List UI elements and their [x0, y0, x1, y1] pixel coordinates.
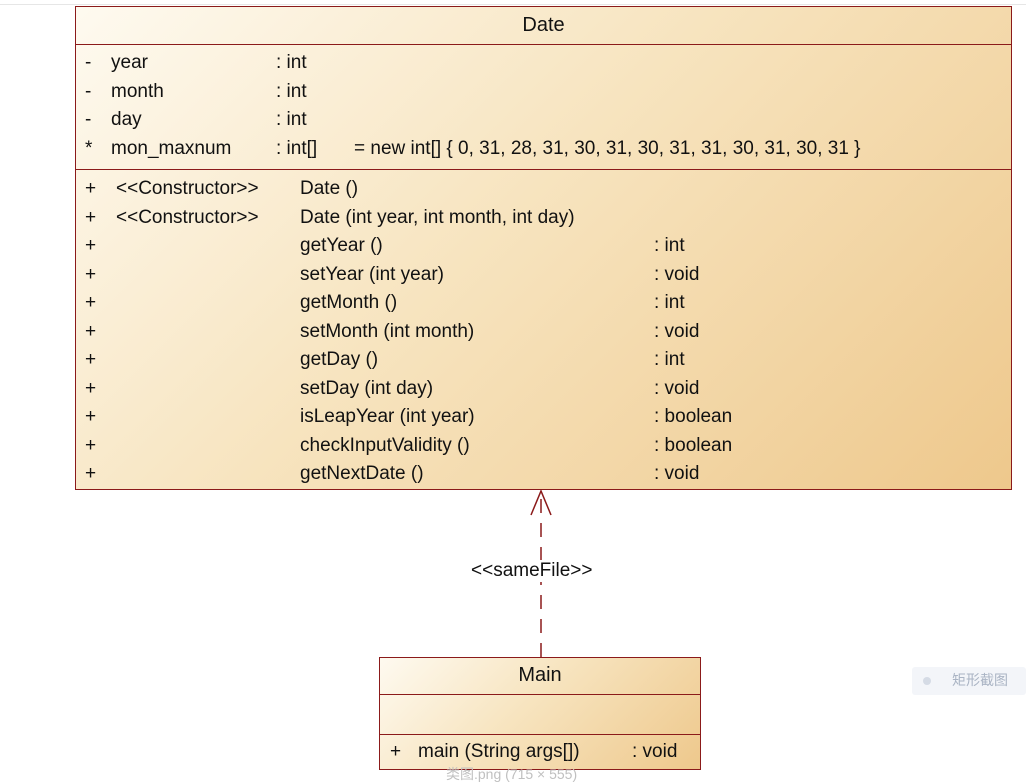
operation-return-type: : void	[654, 463, 700, 484]
operation-signature: checkInputValidity ()	[300, 434, 470, 456]
operation-return-type: : int	[654, 349, 685, 370]
main-class-name: Main	[380, 658, 700, 695]
operation-signature: isLeapYear (int year)	[300, 406, 475, 427]
open-arrowhead	[530, 489, 552, 516]
visibility-marker: *	[85, 137, 93, 159]
operation-row: + setMonth (int month) : void	[76, 318, 1011, 347]
operation-return-type: : void	[654, 320, 700, 342]
visibility-marker: -	[85, 52, 92, 73]
visibility-marker: +	[85, 463, 97, 484]
main-class-box[interactable]: Main + main (String args[]) : void	[379, 657, 701, 770]
operation-return-type: : boolean	[654, 434, 733, 456]
attribute-name: month	[111, 80, 164, 102]
main-attributes-compartment	[380, 695, 700, 735]
visibility-marker: +	[85, 349, 97, 370]
operation-return-type: : void	[654, 377, 700, 399]
visibility-marker: +	[85, 178, 97, 199]
visibility-marker: +	[85, 406, 97, 427]
operation-stereotype: <<Constructor>>	[116, 206, 259, 228]
attribute-row: * mon_maxnum : int[] = new int[] { 0, 31…	[76, 135, 1011, 164]
operation-row: + setDay (int day) : void	[76, 375, 1011, 404]
attribute-type: : int	[276, 52, 307, 73]
main-operations-compartment: + main (String args[]) : void	[380, 735, 700, 768]
operation-return-type: : boolean	[654, 406, 733, 427]
operation-return-type: : int	[654, 292, 685, 313]
attribute-row: - month : int	[76, 78, 1011, 107]
operation-stereotype: <<Constructor>>	[116, 178, 259, 199]
attribute-name: day	[111, 109, 142, 130]
visibility-marker: +	[85, 377, 97, 399]
date-class-box[interactable]: Date - year : int - month : int - day : …	[75, 6, 1012, 490]
operation-signature: setMonth (int month)	[300, 320, 475, 342]
visibility-marker: +	[85, 292, 97, 313]
visibility-marker: +	[85, 206, 97, 228]
visibility-marker: +	[390, 741, 402, 762]
attribute-name: mon_maxnum	[111, 137, 232, 159]
operation-row: + isLeapYear (int year) : boolean	[76, 403, 1011, 432]
operation-return-type: : int	[654, 235, 685, 256]
screenshot-badge[interactable]: 矩形截图	[912, 667, 1026, 695]
visibility-marker: +	[85, 235, 97, 256]
date-attributes-compartment: - year : int - month : int - day : int *…	[76, 45, 1011, 170]
operation-row: + checkInputValidity () : boolean	[76, 432, 1011, 461]
visibility-marker: -	[85, 109, 92, 130]
operation-signature: Date ()	[300, 178, 359, 199]
visibility-marker: +	[85, 320, 97, 342]
badge-text: 矩形截图	[952, 673, 1008, 689]
attribute-type: : int[]	[276, 137, 318, 159]
visibility-marker: -	[85, 80, 92, 102]
date-operations-compartment: + <<Constructor>> Date () + <<Constructo…	[76, 170, 1011, 489]
operation-row: + getMonth () : int	[76, 289, 1011, 318]
operation-row: + getDay () : int	[76, 346, 1011, 375]
operation-row: + getYear () : int	[76, 232, 1011, 261]
operation-row: + setYear (int year) : void	[76, 261, 1011, 290]
attribute-row: - day : int	[76, 106, 1011, 135]
attribute-initializer: = new int[] { 0, 31, 28, 31, 30, 31, 30,…	[354, 137, 861, 159]
attribute-type: : int	[276, 80, 307, 102]
operation-row: + <<Constructor>> Date (int year, int mo…	[76, 204, 1011, 233]
date-class-name: Date	[76, 7, 1011, 45]
image-caption: 类图.png (715 × 555)	[446, 766, 578, 782]
badge-dot-icon	[923, 677, 931, 685]
operation-signature: setDay (int day)	[300, 377, 434, 399]
attribute-row: - year : int	[76, 49, 1011, 78]
operation-signature: getNextDate ()	[300, 463, 424, 484]
visibility-marker: +	[85, 434, 97, 456]
operation-signature: getMonth ()	[300, 292, 398, 313]
operation-return-type: : void	[632, 741, 678, 762]
top-divider	[0, 4, 1026, 5]
operation-row: + getNextDate () : void	[76, 460, 1011, 489]
attribute-type: : int	[276, 109, 307, 130]
operation-signature: Date (int year, int month, int day)	[300, 206, 575, 228]
dependency-stereotype-label: <<sameFile>>	[470, 560, 594, 582]
operation-signature: getDay ()	[300, 349, 379, 370]
operation-signature: main (String args[])	[418, 741, 580, 762]
operation-signature: getYear ()	[300, 235, 383, 256]
operation-return-type: : void	[654, 263, 700, 285]
operation-row: + <<Constructor>> Date ()	[76, 175, 1011, 204]
operation-signature: setYear (int year)	[300, 263, 444, 285]
operation-row: + main (String args[]) : void	[380, 735, 700, 768]
visibility-marker: +	[85, 263, 97, 285]
attribute-name: year	[111, 52, 148, 73]
